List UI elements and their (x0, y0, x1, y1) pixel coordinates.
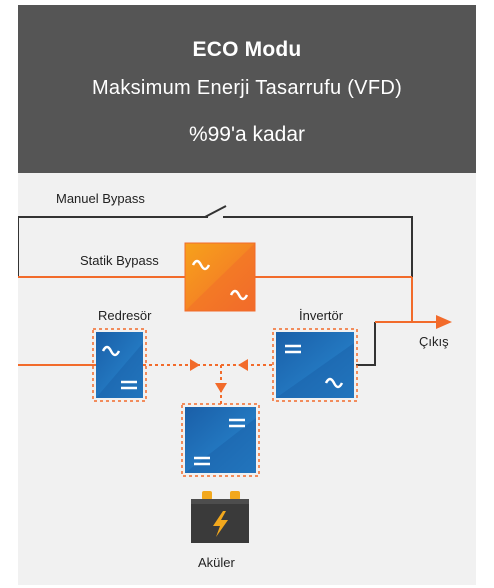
mode-title: ECO Modu (192, 38, 302, 61)
inverter-label: İnvertör (299, 308, 344, 323)
output-arrow (436, 315, 452, 329)
dc-dc-converter-icon (181, 403, 260, 477)
static-switch-icon (184, 242, 256, 312)
header-banner: ECO Modu Maksimum Enerji Tasarrufu (VFD)… (18, 5, 476, 173)
efficiency-text: %99'a kadar (188, 123, 306, 146)
dc-bus-line (143, 364, 273, 407)
ups-diagram-drawing (18, 205, 452, 543)
rectifier-icon (92, 328, 147, 402)
static-bypass-label: Statik Bypass (80, 253, 159, 268)
rectifier-label: Redresör (98, 308, 152, 323)
battery-icon (191, 491, 249, 543)
ups-diagram: Manuel Bypass Statik Bypass Redresör İnv… (18, 173, 476, 585)
static-bypass-line (18, 276, 438, 323)
bus-arrow-left (190, 359, 200, 371)
bus-arrow-down (215, 383, 227, 393)
output-label: Çıkış (419, 334, 449, 349)
batteries-label: Aküler (198, 555, 235, 570)
mode-subtitle: Maksimum Enerji Tasarrufu (VFD) (91, 77, 403, 99)
bus-arrow-right (238, 359, 248, 371)
eco-mode-card: ECO Modu Maksimum Enerji Tasarrufu (VFD)… (18, 5, 476, 585)
inverter-icon (272, 328, 358, 402)
manual-bypass-label: Manuel Bypass (56, 191, 145, 206)
